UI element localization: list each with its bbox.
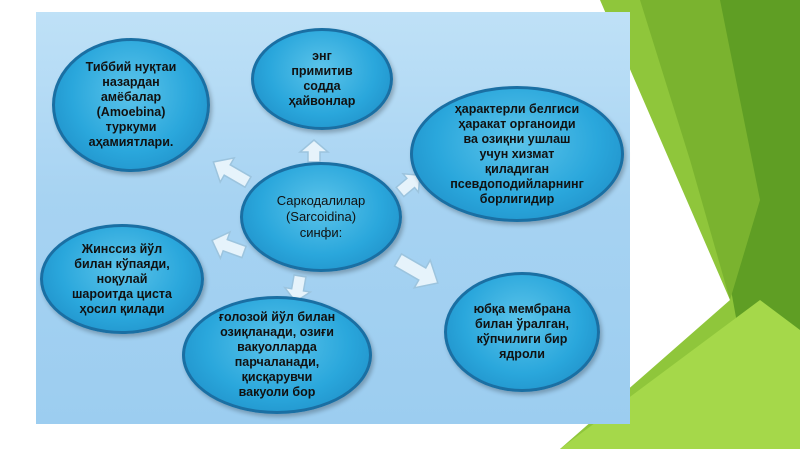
- arrow-up: [297, 139, 331, 163]
- node-nutrition-text: ғолозой йўл билан озиқланади, озиғи ваку…: [218, 310, 336, 399]
- arrow-down-right: [393, 252, 439, 289]
- node-pseudopodia-text: ҳарактерли белгиси ҳаракат органоиди ва …: [450, 101, 584, 206]
- node-medical-significance: Тиббий нуқтаи назардан амёбалар (Amoebin…: [52, 38, 210, 172]
- arrow-up-right: [395, 172, 421, 198]
- node-membrane: юбқа мембрана билан ўралган, кўпчилиги б…: [444, 272, 600, 392]
- arrow-down: [283, 274, 313, 303]
- green-band-shade: [640, 0, 760, 300]
- node-reproduction: Жинссиз йўл билан кўпаяди, ноқулай шарои…: [40, 224, 204, 334]
- node-primitive-animals-text: энг примитив содда ҳайвонлар: [288, 49, 356, 108]
- node-membrane-text: юбқа мембрана билан ўралган, кўпчилиги б…: [473, 302, 571, 361]
- node-nutrition: ғолозой йўл билан озиқланади, озиғи ваку…: [182, 296, 372, 414]
- arrow-left: [211, 230, 248, 261]
- node-pseudopodia: ҳарактерли белгиси ҳаракат органоиди ва …: [410, 86, 624, 222]
- node-reproduction-text: Жинссиз йўл билан кўпаяди, ноқулай шарои…: [71, 241, 173, 316]
- node-primitive-animals: энг примитив содда ҳайвонлар: [251, 28, 393, 130]
- node-sarcoidina-class-text: Саркодалилар (Sarcoidina) синфи:: [276, 193, 366, 240]
- node-sarcoidina-class: Саркодалилар (Sarcoidina) синфи:: [240, 162, 402, 272]
- node-medical-significance-text: Тиббий нуқтаи назардан амёбалар (Amoebin…: [85, 60, 177, 149]
- arrow-up-left: [212, 156, 253, 189]
